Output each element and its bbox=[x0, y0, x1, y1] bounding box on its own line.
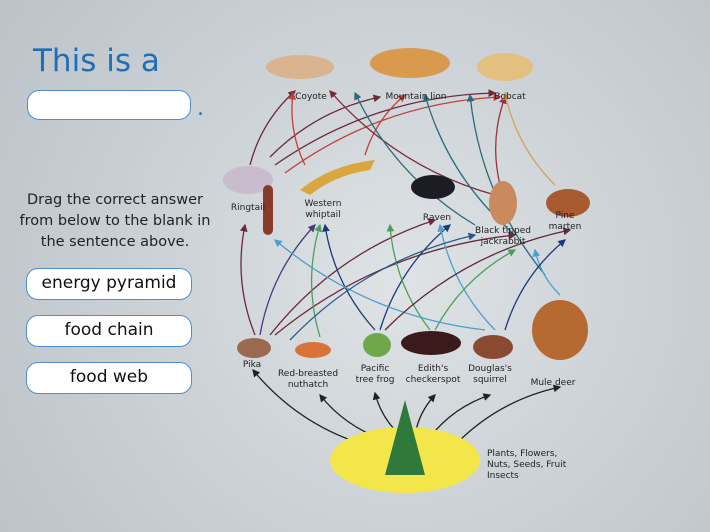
label-bobcat: Bobcat bbox=[494, 92, 526, 102]
pine-marten-image bbox=[546, 189, 590, 217]
label-producers: Plants, Flowers, Nuts, Seeds, Fruit Inse… bbox=[487, 449, 567, 481]
coyote-image bbox=[266, 55, 334, 79]
food-web-arrow bbox=[384, 227, 572, 331]
label-mule-deer: Mule deer bbox=[530, 378, 576, 388]
bobcat-image bbox=[477, 53, 533, 81]
raven-image bbox=[411, 175, 455, 199]
instructions: Drag the correct answer from below to th… bbox=[19, 192, 211, 250]
label-jackrabbit: Black tipped jackrabbit bbox=[475, 226, 531, 247]
ringtail-image bbox=[223, 166, 273, 194]
label-nuthatch: Red-breasted nuthatch bbox=[277, 369, 339, 390]
food-web-arrow bbox=[239, 223, 256, 336]
tree-frog-image bbox=[363, 333, 391, 357]
label-coyote: Coyote bbox=[295, 92, 327, 102]
food-web-arrow bbox=[379, 224, 452, 331]
food-web-illustration bbox=[223, 48, 590, 493]
food-web-arrow bbox=[329, 90, 496, 196]
answer-drop-zone[interactable] bbox=[27, 90, 191, 120]
food-web-arrow bbox=[269, 94, 382, 158]
ringtail-tail-image bbox=[263, 185, 273, 235]
label-tree-frog: Pacific tree frog bbox=[355, 364, 395, 385]
option-food-chain[interactable]: food chain bbox=[26, 315, 192, 347]
food-web-arrow bbox=[504, 239, 567, 331]
label-western-whiptail: Western whiptail bbox=[304, 199, 342, 220]
food-web-arrow bbox=[269, 218, 437, 336]
option-energy-pyramid[interactable]: energy pyramid bbox=[26, 268, 192, 300]
jackrabbit-image bbox=[489, 181, 517, 225]
food-web-arrow bbox=[386, 223, 431, 331]
food-web-arrow bbox=[311, 223, 322, 338]
food-web-arrow bbox=[289, 232, 477, 341]
label-ringtail: Ringtail bbox=[230, 203, 266, 213]
checkerspot-image bbox=[401, 331, 461, 355]
squirrel-image bbox=[473, 335, 513, 359]
label-checkerspot: Edith's checkerspot bbox=[405, 364, 461, 385]
food-web-arrow bbox=[532, 248, 561, 296]
mountain-lion-image bbox=[370, 48, 450, 78]
food-web-arrow bbox=[437, 223, 496, 331]
food-web-arrow bbox=[434, 249, 517, 331]
label-raven: Raven bbox=[422, 213, 452, 223]
label-pine-marten: Pine marten bbox=[548, 211, 582, 232]
food-web-arrow bbox=[354, 91, 476, 226]
food-web-arrow bbox=[495, 95, 507, 186]
mule-deer-image bbox=[532, 300, 588, 360]
label-pika: Pika bbox=[242, 360, 262, 370]
food-web-arrow bbox=[274, 89, 497, 166]
question-prefix: This is a bbox=[33, 43, 160, 79]
label-squirrel: Douglas's squirrel bbox=[468, 364, 512, 385]
whiptail-image bbox=[300, 160, 375, 195]
pika-image bbox=[237, 338, 271, 358]
food-web-arrow bbox=[288, 91, 306, 166]
nuthatch-image bbox=[295, 342, 331, 358]
food-web-arrow bbox=[274, 239, 486, 331]
food-web-arrow bbox=[502, 91, 556, 186]
food-web-arrow bbox=[322, 223, 376, 331]
food-web-arrow bbox=[454, 384, 562, 446]
food-web-diagram: Coyote Mountain lion Bobcat Ringtail Wes… bbox=[215, 25, 615, 500]
question-suffix: . bbox=[197, 96, 204, 121]
tree-image bbox=[385, 400, 425, 475]
food-web-arrow bbox=[259, 224, 316, 336]
food-web-arrow bbox=[364, 94, 407, 156]
option-food-web[interactable]: food web bbox=[26, 362, 192, 394]
label-mountain-lion: Mountain lion bbox=[385, 92, 447, 102]
